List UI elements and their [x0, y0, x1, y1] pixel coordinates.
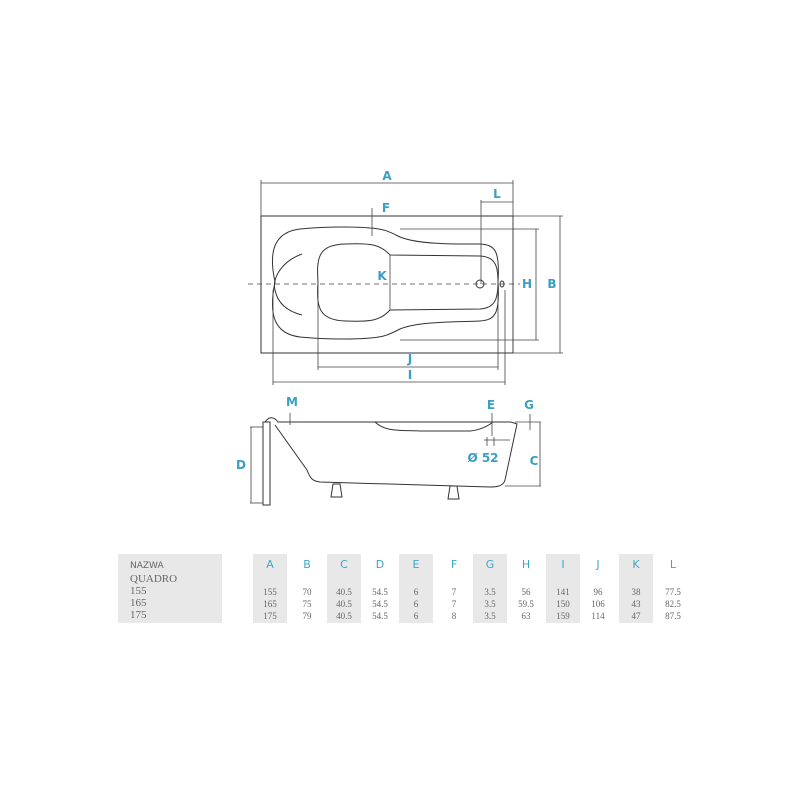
table-cell: 54.5	[372, 599, 388, 609]
column-header: H	[521, 558, 531, 571]
dim-label-B: B	[547, 277, 556, 291]
column-B: B 70 75 79	[290, 554, 324, 623]
dim-label-H: H	[522, 277, 532, 291]
name-column	[118, 554, 222, 623]
column-G: G 3.5 3.5 3.5	[473, 554, 507, 623]
table-cell: 77.5	[665, 587, 681, 597]
column-header: A	[266, 558, 274, 571]
dim-label-D: D	[236, 458, 246, 472]
table-cell: 70	[302, 587, 312, 597]
column-F: F 7 7 8	[437, 554, 471, 623]
dim-label-I: I	[408, 368, 412, 382]
side-view: D M E G C Ø 52	[236, 395, 541, 506]
front-panel	[262, 421, 271, 506]
column-A: A 155 165 175	[253, 554, 287, 623]
table-cell: 56	[521, 587, 531, 597]
size-175: 175	[130, 609, 147, 621]
model-name: QUADRO	[130, 573, 178, 585]
right-foot	[447, 485, 460, 500]
column-D: D 54.5 54.5 54.5	[363, 554, 397, 623]
table-cell: 43	[631, 599, 641, 609]
headrest-curve	[273, 253, 303, 316]
table-cell: 6	[413, 611, 419, 621]
dim-label-A: A	[382, 169, 392, 183]
table-cell: 114	[591, 611, 605, 621]
table-cell: 96	[593, 587, 603, 597]
column-header: G	[485, 558, 495, 571]
dim-label-M: M	[286, 395, 298, 409]
table-cell: 40.5	[336, 587, 352, 597]
tub-side-profile	[264, 417, 518, 488]
column-header: C	[340, 558, 348, 571]
table-cell: 155	[263, 587, 277, 597]
dim-label-F: F	[382, 201, 390, 215]
dim-label-L: L	[493, 187, 501, 201]
dim-label-E: E	[487, 398, 495, 412]
column-header: I	[561, 558, 565, 571]
column-I: I 141 150 159	[546, 554, 580, 623]
column-header: K	[632, 558, 640, 571]
table-cell: 40.5	[336, 611, 352, 621]
column-H: H 56 59.5 63	[509, 554, 543, 623]
table-cell: 8	[451, 611, 457, 621]
tub-inner-step	[374, 421, 494, 432]
table-cell: 87.5	[665, 611, 681, 621]
table-cell: 40.5	[336, 599, 352, 609]
drain-diameter-label: Ø 52	[467, 451, 498, 465]
table-cell: 3.5	[484, 587, 496, 597]
dim-label-C: C	[530, 454, 539, 468]
column-header: D	[375, 558, 385, 571]
table-cell: 47	[631, 611, 641, 621]
left-foot	[330, 483, 343, 498]
column-E: E 6 6 6	[399, 554, 433, 623]
dim-label-J: J	[407, 352, 412, 366]
table-cell: 3.5	[484, 599, 496, 609]
column-C: C 40.5 40.5 40.5	[327, 554, 361, 623]
table-cell: 7	[451, 587, 457, 597]
table-cell: 175	[263, 611, 277, 621]
size-155: 155	[130, 585, 147, 597]
column-header: L	[669, 558, 677, 571]
column-L: L 77.5 82.5 87.5	[656, 554, 690, 623]
table-cell: 6	[413, 587, 419, 597]
table-cell: 54.5	[372, 587, 388, 597]
dim-label-K: K	[377, 269, 387, 283]
column-K: K 38 43 47	[619, 554, 653, 623]
table-cell: 150	[556, 599, 570, 609]
table-cell: 141	[556, 587, 570, 597]
size-165: 165	[130, 597, 147, 609]
column-header: B	[303, 558, 311, 571]
table-cell: 3.5	[484, 611, 496, 621]
column-header: J	[596, 558, 600, 571]
table-cell: 165	[263, 599, 277, 609]
table-cell: 106	[591, 599, 605, 609]
column-header: E	[412, 558, 420, 571]
table-cell: 38	[631, 587, 641, 597]
table-cell: 79	[302, 611, 312, 621]
table-cell: 159	[556, 611, 570, 621]
table-cell: 7	[451, 599, 457, 609]
column-header: F	[450, 558, 458, 571]
table-cell: 54.5	[372, 611, 388, 621]
dim-label-G: G	[524, 398, 534, 412]
table-cell: 59.5	[518, 599, 534, 609]
table-cell: 82.5	[665, 599, 681, 609]
table-cell: 63	[521, 611, 531, 621]
top-view: A L F B H K J I	[248, 169, 563, 385]
table-cell: 6	[413, 599, 419, 609]
tub-basin	[317, 243, 499, 322]
table-cell: 75	[302, 599, 312, 609]
column-J: J 96 106 114	[581, 554, 615, 623]
name-header: NAZWA	[130, 561, 164, 571]
